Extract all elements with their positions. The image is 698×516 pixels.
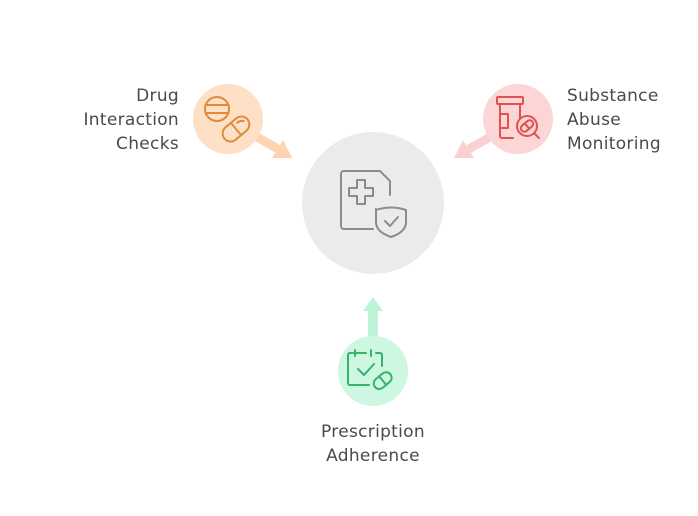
arrow-prescription-adherence <box>363 297 383 342</box>
pill-bottle-search-icon <box>496 96 540 139</box>
node-prescription-adherence <box>338 336 408 406</box>
pills-icon <box>204 96 251 143</box>
label-prescription-adherence: Prescription Adherence <box>321 422 425 466</box>
center-hub <box>302 132 444 274</box>
calendar-check-pill-icon <box>347 349 393 391</box>
node-drug-interaction <box>193 84 263 154</box>
label-drug-interaction: Drug Interaction Checks <box>83 86 179 154</box>
node-substance-abuse <box>483 84 553 154</box>
label-substance-abuse: Substance Abuse Monitoring <box>567 86 661 154</box>
medical-document-shield-icon <box>340 170 407 238</box>
arrow-drug-interaction <box>252 132 292 158</box>
